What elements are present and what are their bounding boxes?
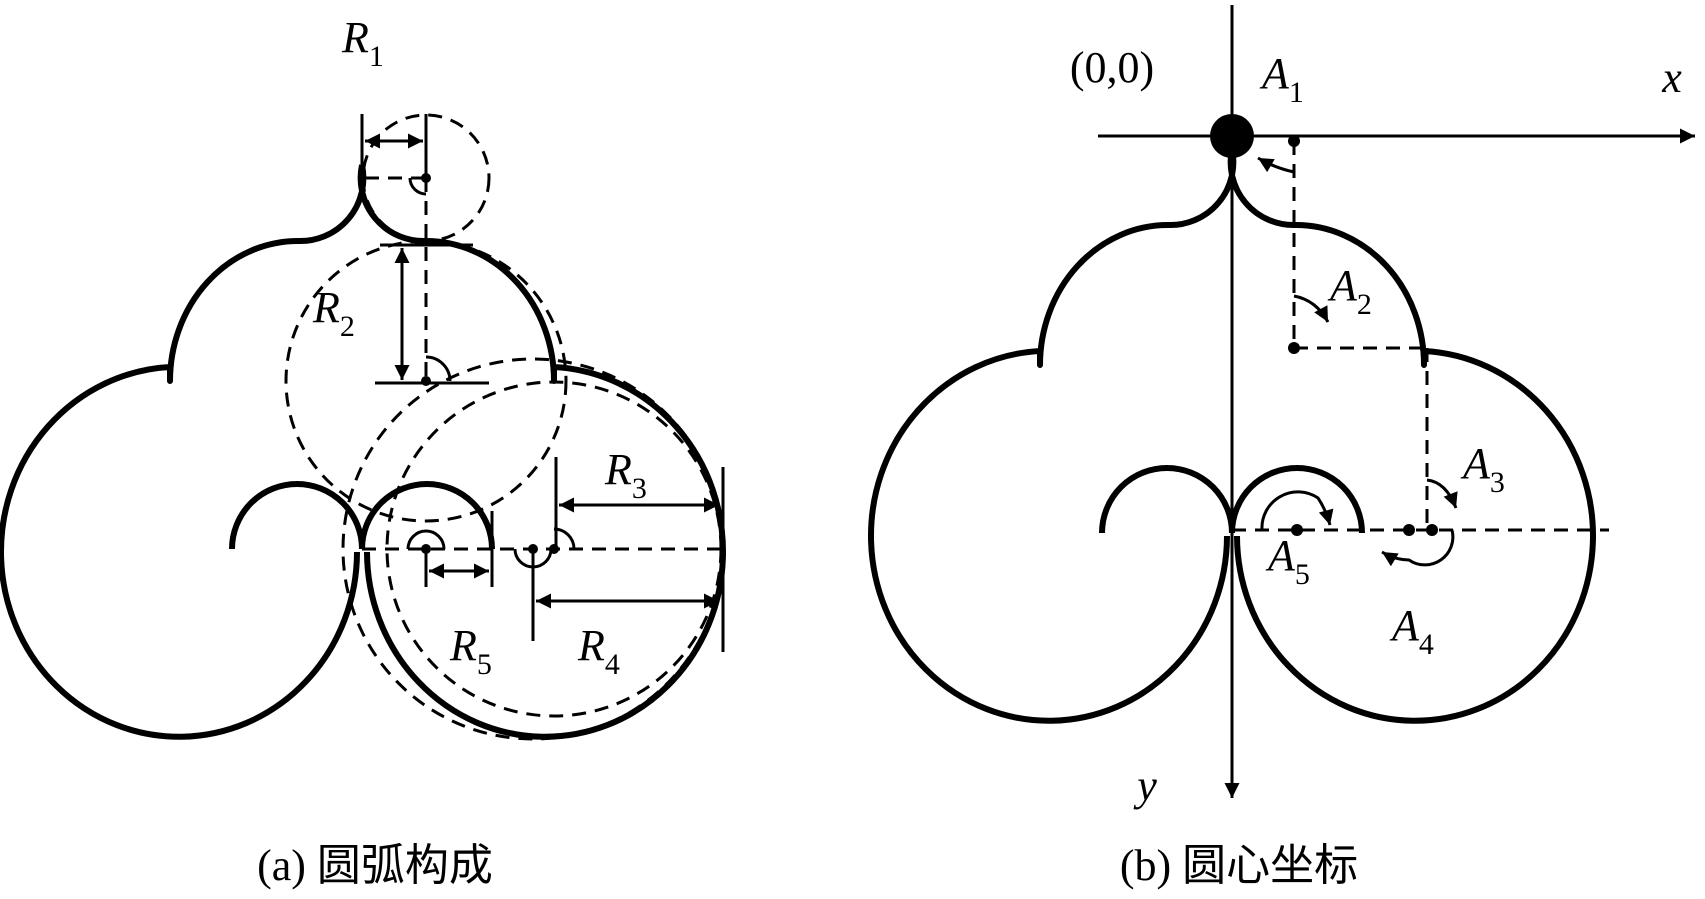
r3-angle-mark: [553, 527, 576, 550]
a5-center-dot: [1291, 524, 1303, 536]
a3-center-dot: [1426, 524, 1438, 536]
a2-center-dot: [1288, 342, 1300, 354]
y-axis-label: y: [1133, 761, 1157, 810]
r4-center-dot: [528, 544, 538, 554]
label-r4: R4: [577, 621, 620, 681]
a4-center-dot: [1403, 524, 1415, 536]
a2-angle-arrow: [1293, 294, 1330, 323]
label-a2: A2: [1327, 261, 1372, 321]
label-r1: R1: [341, 13, 384, 73]
label-r3: R3: [604, 445, 647, 505]
label-a1: A1: [1259, 49, 1304, 109]
a1-center-dot: [1288, 135, 1300, 147]
label-a3: A3: [1460, 439, 1505, 499]
panel-a-arc-composition: R1 R2 R3 R4 R5 (a) 圆弧构成: [1, 13, 723, 890]
a4-angle-arrow: [1381, 529, 1455, 567]
a3-angle-arrow: [1426, 478, 1458, 509]
r1-center-dot: [421, 173, 431, 183]
r2-dashed-circle: [284, 239, 568, 523]
r1-angle-mark: [408, 177, 427, 196]
label-r2: R2: [312, 283, 355, 343]
r5-angle-mark: [406, 529, 446, 550]
a1-angle-arrow: [1257, 156, 1295, 174]
a5-angle-arrow: [1260, 490, 1334, 531]
r5-center-dot: [421, 544, 431, 554]
panel-b-center-coordinates: (0,0) x y A1 A2 A3 A4 A5 (b) 圆心坐标: [871, 5, 1695, 890]
label-r5: R5: [449, 621, 492, 681]
r1-dashed-circle: [361, 113, 491, 243]
label-a4: A4: [1389, 601, 1434, 661]
origin-dot: [1210, 114, 1254, 158]
caption-b: (b) 圆心坐标: [1120, 841, 1358, 890]
r2-angle-mark: [425, 355, 452, 382]
r4-angle-mark: [513, 548, 553, 569]
label-a5: A5: [1265, 531, 1310, 591]
r2-center-dot: [421, 376, 431, 386]
x-axis-label: x: [1661, 53, 1682, 102]
origin-label: (0,0): [1070, 43, 1154, 92]
caption-a: (a) 圆弧构成: [257, 841, 493, 890]
